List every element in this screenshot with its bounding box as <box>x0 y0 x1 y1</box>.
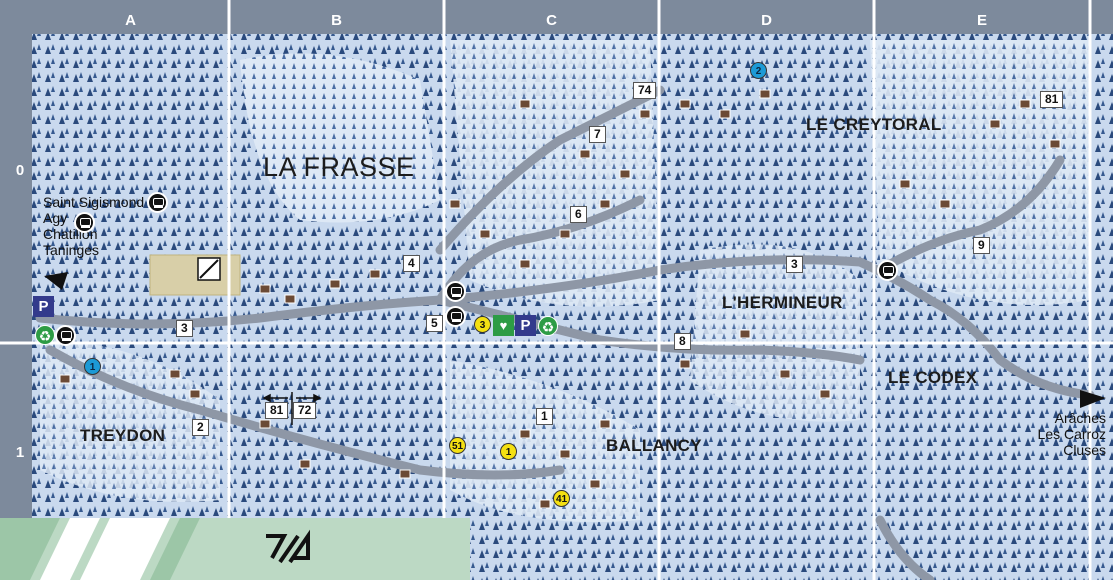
column-header-b: B <box>331 12 342 29</box>
road-number: 6 <box>570 206 587 223</box>
place-ballancy: BALLANCY <box>606 436 702 455</box>
road-number: 7 <box>589 126 606 143</box>
recycling-icon: ♻ <box>35 325 55 345</box>
row-header-1: 1 <box>15 444 25 461</box>
parking-icon: P <box>33 296 54 317</box>
west-destinations: Saint Sigismond Agy Chatillon Taninges <box>43 194 144 258</box>
road-number: 72 <box>293 402 317 419</box>
map-pin-yellow: 3 <box>474 316 491 333</box>
map-pin-yellow: 1 <box>500 443 517 460</box>
destination-les-carroz: Les Carroz <box>1037 426 1106 442</box>
road-number: 3 <box>176 320 193 337</box>
map-pin-blue: 2 <box>750 62 767 79</box>
road-number: 81 <box>265 402 289 419</box>
column-header-e: E <box>976 12 987 29</box>
road-number: 5 <box>426 315 443 332</box>
road-number: 2 <box>192 419 209 436</box>
column-header-c: C <box>546 12 557 29</box>
bus-stop-icon <box>877 260 898 281</box>
place-le-creytoral: LE CREYTORAL <box>806 115 942 134</box>
row-header-0: 0 <box>15 162 25 179</box>
brand-logo-icon <box>266 529 310 564</box>
bus-stop-icon <box>445 306 466 327</box>
place-treydon: TREYDON <box>80 426 166 445</box>
road-number: 74 <box>633 82 657 99</box>
bus-stop-icon <box>147 192 168 213</box>
bus-stop-icon <box>55 325 76 346</box>
road-number: 4 <box>403 255 420 272</box>
road-number: 9 <box>973 237 990 254</box>
east-destinations: Arâches Les Carroz Cluses <box>1022 410 1106 458</box>
road-number: 3 <box>786 256 803 273</box>
destination-cluses: Cluses <box>1063 442 1106 458</box>
place-la-frasse: LA FRASSE <box>263 152 415 182</box>
place-l-hermineur: L'HERMINEUR <box>722 293 843 312</box>
parking-icon: P <box>515 315 536 336</box>
recycling-icon: ♻ <box>538 316 558 336</box>
place-le-codex: LE CODEX <box>888 368 978 387</box>
map-pin-blue: 1 <box>84 358 101 375</box>
destination-agy: Agy <box>43 210 68 226</box>
bus-stop-icon <box>74 212 95 233</box>
destination-saint-sigismond: Saint Sigismond <box>43 194 145 210</box>
defibrillator-icon: ♥ <box>493 315 514 336</box>
column-header-a: A <box>125 12 136 29</box>
map-pin-yellow: 51 <box>449 437 466 454</box>
road-number: 8 <box>674 333 691 350</box>
destination-taninges: Taninges <box>43 242 100 258</box>
road-number: 81 <box>1040 91 1064 108</box>
column-header-d: D <box>761 12 772 29</box>
destination-araches: Arâches <box>1054 410 1106 426</box>
road-number: 1 <box>536 408 553 425</box>
destination-chatillon: Chatillon <box>43 226 98 242</box>
bus-stop-icon <box>445 281 466 302</box>
map-pin-yellow: 41 <box>553 490 570 507</box>
